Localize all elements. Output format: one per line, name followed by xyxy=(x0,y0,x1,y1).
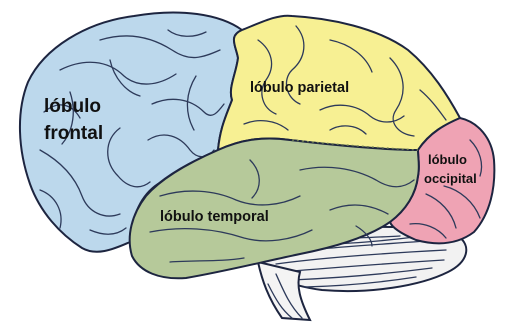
occipital-label-line2: occipital xyxy=(424,171,477,186)
frontal-label-line1: lóbulo xyxy=(44,96,101,117)
occipital-label-line1: lóbulo xyxy=(428,152,467,167)
frontal-label-line2: frontal xyxy=(44,123,103,144)
parietal-label: lóbulo parietal xyxy=(250,80,349,96)
parietal-lobe: lóbulo parietal xyxy=(218,16,460,150)
temporal-label: lóbulo temporal xyxy=(160,209,269,225)
